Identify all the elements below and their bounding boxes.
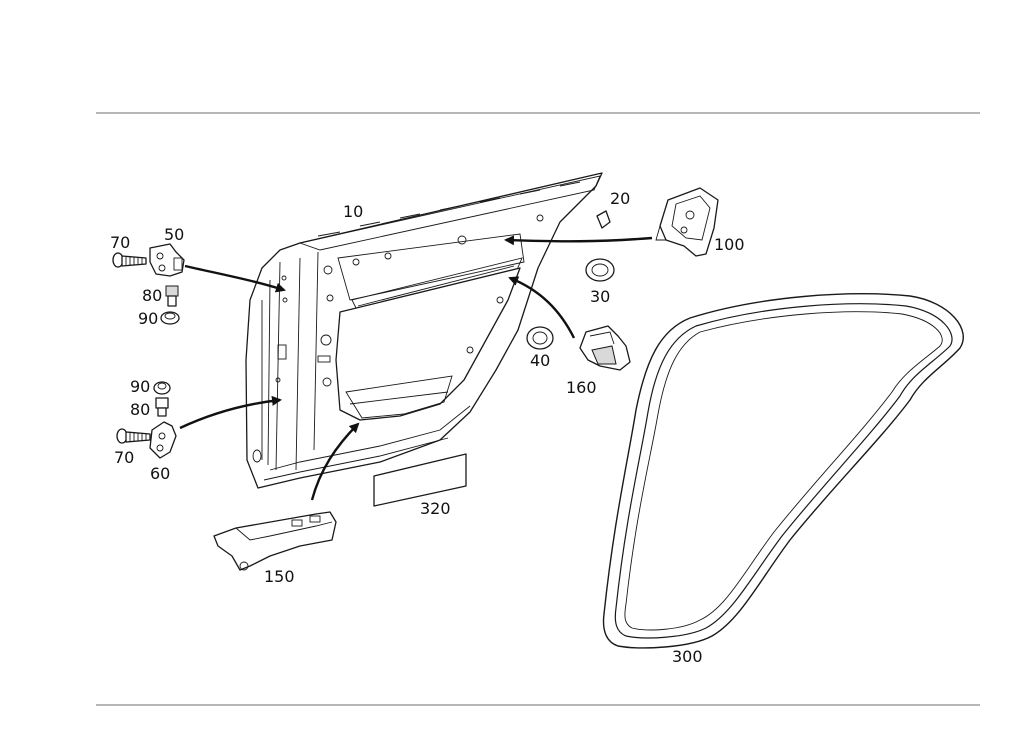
callout-100: 100 bbox=[714, 235, 745, 254]
bolt-part-70-top bbox=[112, 252, 147, 268]
handle-bracket-part-160 bbox=[579, 325, 631, 371]
clip-part-20 bbox=[596, 210, 611, 229]
callout-150: 150 bbox=[264, 567, 295, 586]
callout-80-bottom: 80 bbox=[130, 400, 150, 419]
callout-60: 60 bbox=[150, 464, 170, 483]
lower-hinge-part-60 bbox=[149, 421, 177, 459]
arrow-trim-bracket bbox=[310, 422, 360, 501]
callout-10: 10 bbox=[343, 202, 363, 221]
callout-160: 160 bbox=[566, 378, 597, 397]
callout-50: 50 bbox=[164, 225, 184, 244]
arrow-handle-bracket bbox=[508, 276, 576, 339]
arrow-lock bbox=[504, 235, 653, 246]
trim-bracket-part-150 bbox=[213, 511, 337, 571]
label-plate-part-320 bbox=[373, 453, 467, 507]
bolt-part-70-bottom bbox=[116, 428, 151, 444]
door-seal-part-300 bbox=[602, 293, 964, 649]
callout-20: 20 bbox=[610, 189, 630, 208]
door-shell-part bbox=[245, 172, 603, 489]
callout-320: 320 bbox=[420, 499, 451, 518]
callout-40: 40 bbox=[530, 351, 550, 370]
upper-hinge-part-50 bbox=[149, 243, 185, 277]
grommet-part-40 bbox=[526, 326, 554, 350]
callout-80-top: 80 bbox=[142, 286, 162, 305]
callout-90-top: 90 bbox=[138, 309, 158, 328]
callout-30: 30 bbox=[590, 287, 610, 306]
door-lock-part-100 bbox=[655, 187, 719, 257]
nut-part-90-top bbox=[160, 311, 180, 325]
pin-part-80-bottom bbox=[155, 397, 169, 417]
callout-90-bottom: 90 bbox=[130, 377, 150, 396]
pin-part-80-top bbox=[165, 285, 179, 307]
callout-70-top: 70 bbox=[110, 233, 130, 252]
nut-part-90-bottom bbox=[153, 381, 171, 395]
arrow-lower-hinge bbox=[179, 395, 282, 430]
arrow-upper-hinge bbox=[184, 264, 286, 293]
callout-300: 300 bbox=[672, 647, 703, 666]
grommet-part-30 bbox=[585, 258, 615, 282]
callout-70-bottom: 70 bbox=[114, 448, 134, 467]
